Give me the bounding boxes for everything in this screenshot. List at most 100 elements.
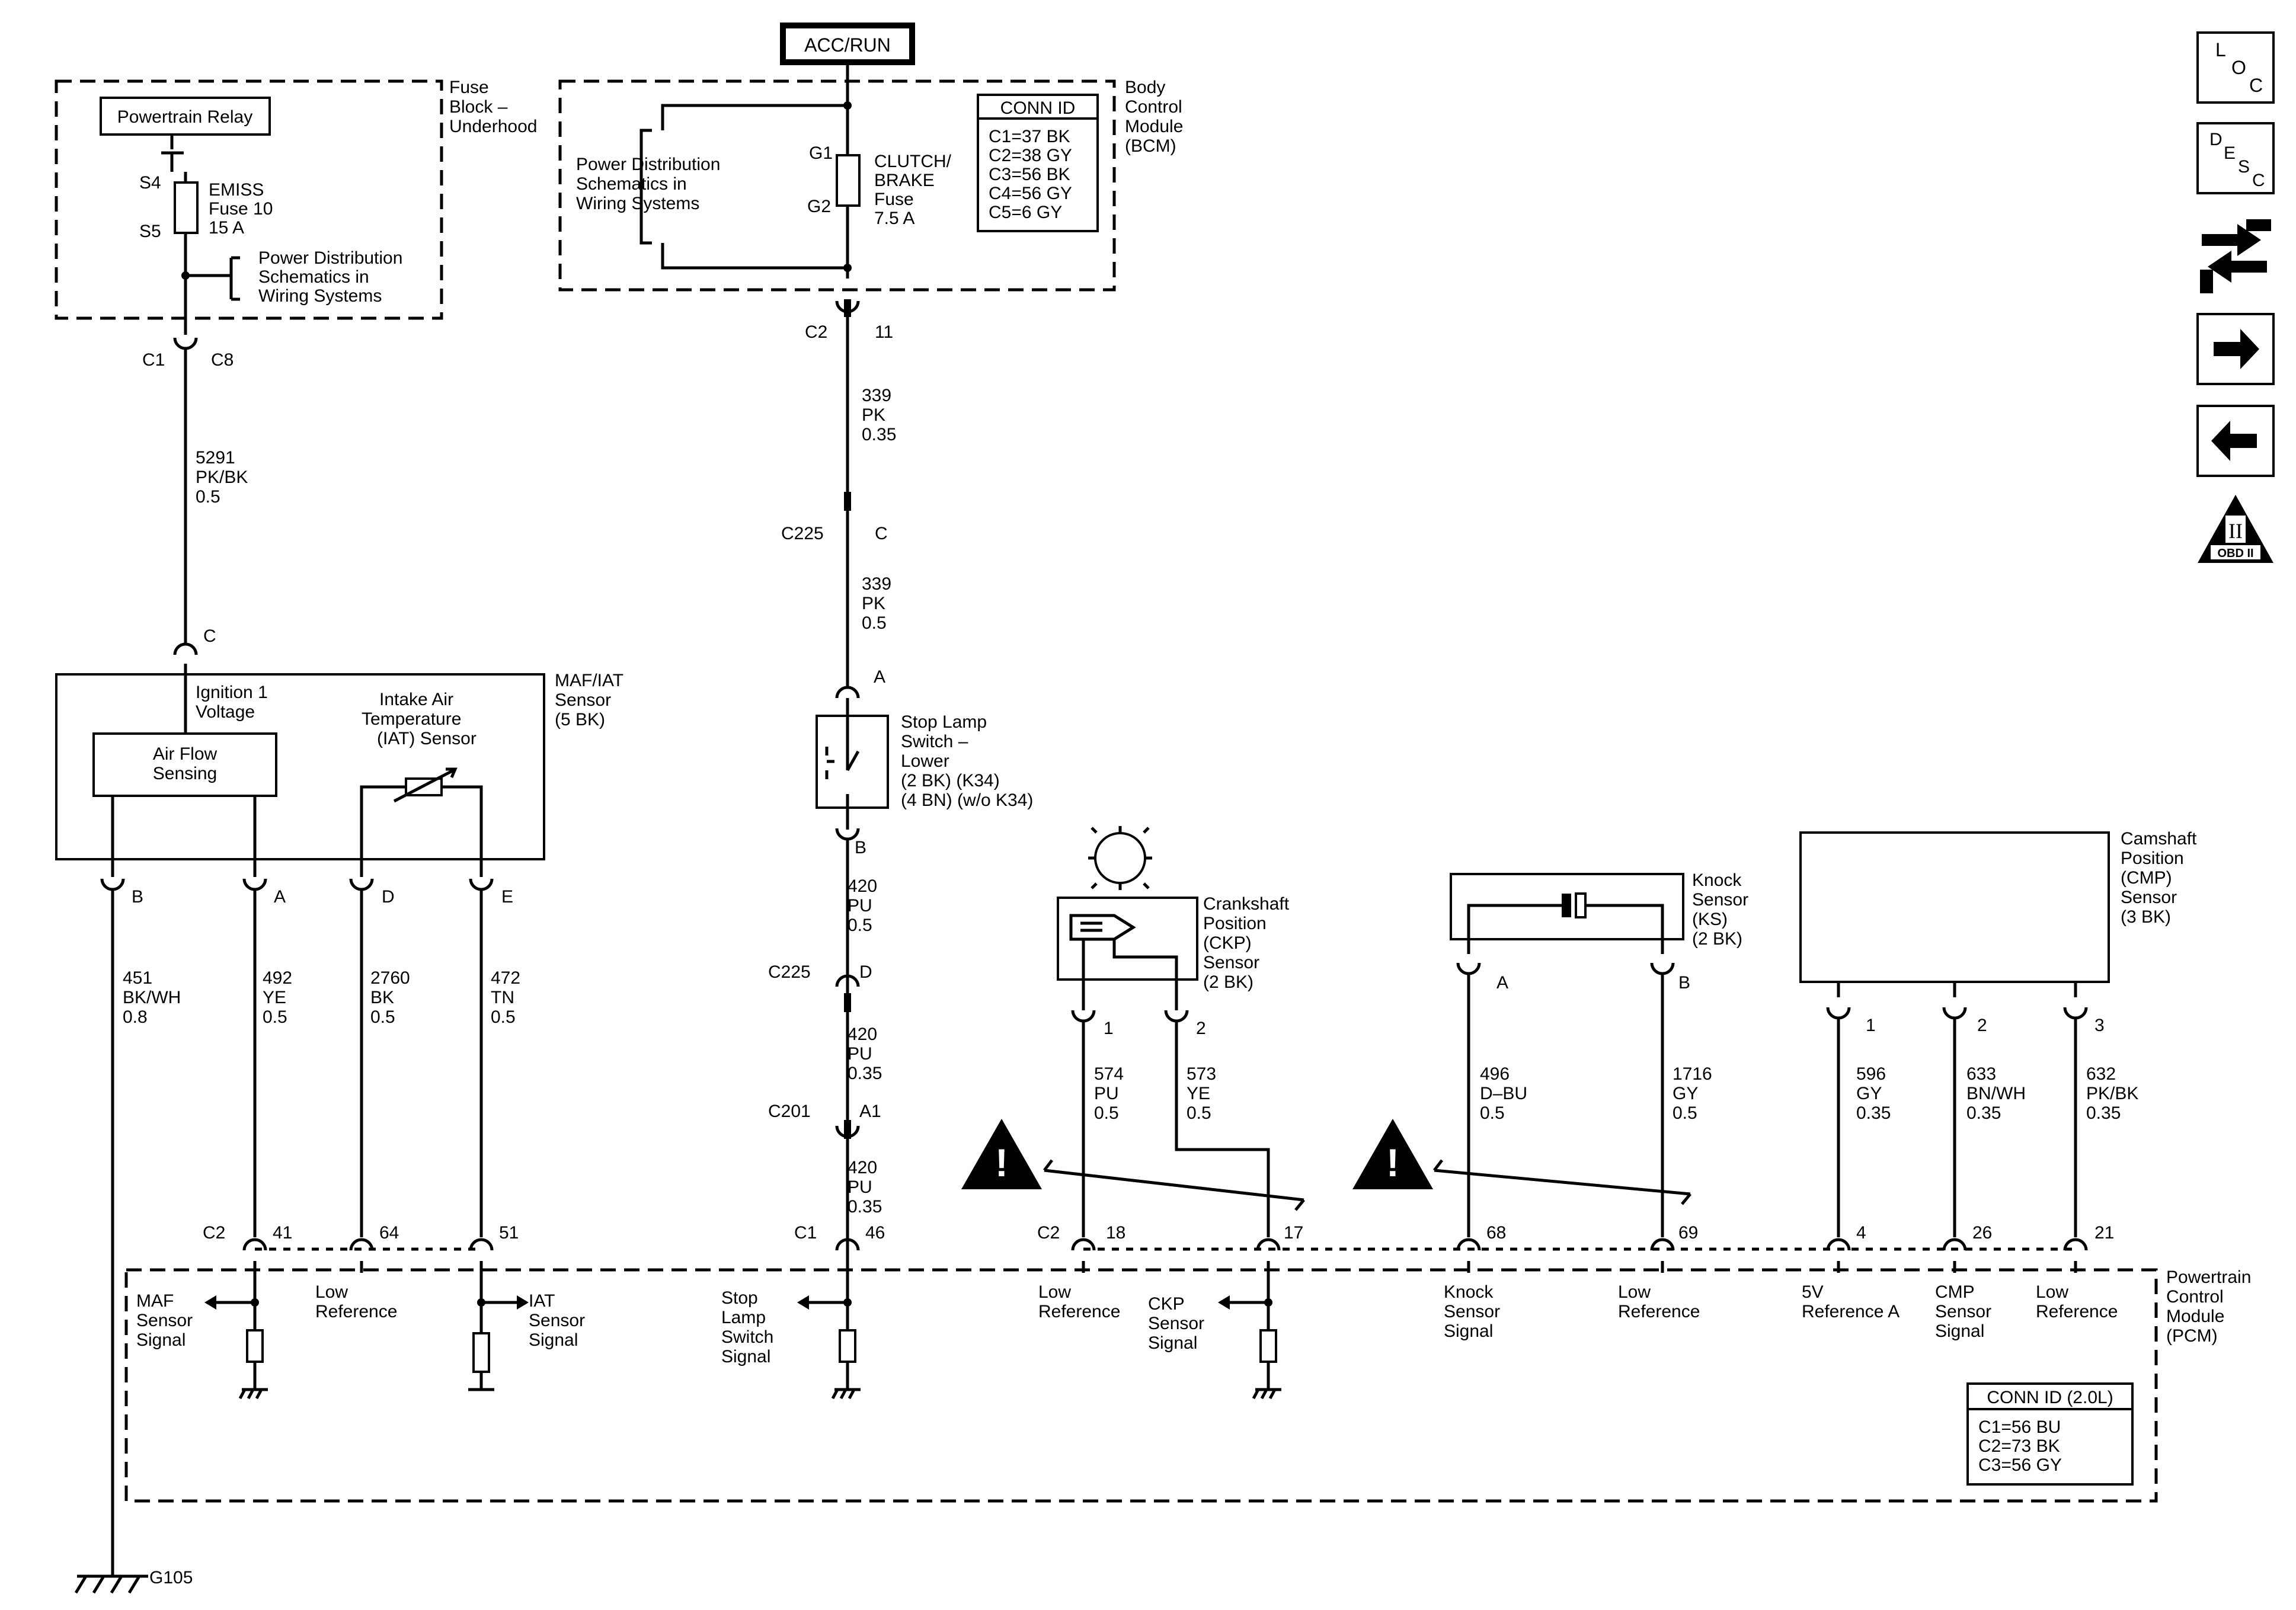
bcm-conn-c2: C2=38 GY (989, 146, 1072, 165)
nav-next-button[interactable] (2196, 313, 2275, 385)
stop-lamp-line-1: Stop Lamp (901, 712, 987, 732)
arrow-right-icon (2214, 329, 2259, 369)
maf-pin-d: D (382, 887, 395, 907)
cmp-sensor: Camshaft Position (CMP) Sensor (3 BK) 1 … (1799, 829, 2197, 1237)
pcm-name-3: Module (2166, 1307, 2224, 1326)
ckp-name-5: (2 BK) (1203, 972, 1253, 992)
pcm-maf-signal-1: MAF (136, 1291, 174, 1311)
nav-desc-button[interactable]: D E S C (2196, 122, 2275, 194)
c225-d-pin: D (859, 962, 872, 982)
c225-c-conn: C225 (781, 524, 824, 543)
iat-line-2: Temperature (362, 709, 461, 729)
pcm-knock-signal-2: Sensor (1444, 1302, 1500, 1321)
c225-c-connector (844, 492, 851, 511)
wire-339a-gauge: 0.35 (862, 425, 896, 444)
wire-573-gauge: 0.5 (1187, 1103, 1211, 1123)
maf-c-connector-symbol (173, 642, 198, 655)
fuse-block-underhood: Fuse Block – Underhood Powertrain Relay … (55, 78, 537, 370)
nav-loc-button[interactable]: L O C (2196, 31, 2275, 104)
bcm-power-dist-2: Schematics in (576, 174, 687, 194)
knock-name-2: Sensor (1692, 890, 1748, 910)
knock-sensor: Knock Sensor (KS) (2 BK) A B 496 D–BU 0.… (1352, 870, 1748, 1237)
fuse-block-power-dist-1: Power Distribution (258, 248, 402, 268)
wire-420c-number: 420 (848, 1158, 877, 1177)
wire-574-number: 574 (1094, 1064, 1124, 1084)
pcm-pin-46: 46 (865, 1223, 885, 1243)
iat-line-3: (IAT) Sensor (377, 729, 477, 748)
nav-connector-swap-button[interactable] (2200, 219, 2271, 293)
pcm-name-1: Powertrain (2166, 1267, 2251, 1287)
stop-lamp-line-3: Lower (901, 751, 949, 771)
emiss-fuse-line-3: 15 A (209, 218, 244, 238)
nav-obd-button[interactable]: II OBD II (2198, 495, 2273, 563)
c201-conn: C201 (768, 1102, 811, 1121)
wire-5291-gauge: 0.5 (196, 487, 220, 507)
wire-339a-color: PK (862, 405, 885, 425)
ckp-name-2: Position (1203, 914, 1267, 933)
wire-339b-color: PK (862, 594, 885, 613)
ground-g105: G105 (74, 1568, 193, 1594)
pcm-low-ref-3-a: Low (1618, 1282, 1651, 1302)
wire-573-color: YE (1187, 1084, 1210, 1103)
knock-pin-b: B (1678, 973, 1690, 993)
maf-ign-line-1: Ignition 1 (196, 683, 268, 702)
pcm-pin-69: 69 (1678, 1223, 1698, 1243)
svg-text:!: ! (1386, 1141, 1399, 1185)
wire-633-gauge: 0.35 (1966, 1103, 2001, 1123)
wire-472-gauge: 0.5 (491, 1007, 516, 1027)
pcm-iat-signal-3: Signal (529, 1330, 578, 1350)
maf-name-2: Sensor (555, 690, 611, 710)
bcm-conn-c5: C5=6 GY (989, 203, 1062, 222)
maf-pin-c: C (203, 626, 216, 646)
pcm-name-2: Control (2166, 1287, 2224, 1307)
bcm-power-dist-1: Power Distribution (576, 155, 720, 174)
bcm-pin-g1: G1 (809, 143, 833, 163)
pcm-pin-26: 26 (1972, 1223, 1992, 1243)
fuse-block-power-dist-2: Schematics in (258, 267, 369, 287)
desc-icon-e: E (2224, 143, 2236, 163)
cmp-name-3: (CMP) (2121, 868, 2172, 888)
pcm-iat-signal-1: IAT (529, 1291, 555, 1311)
maf-name-1: MAF/IAT (555, 671, 623, 690)
nav-prev-button[interactable] (2196, 405, 2275, 477)
wire-2760-gauge: 0.5 (370, 1007, 395, 1027)
bcm-name-3: Module (1125, 117, 1183, 136)
bcm-name-2: Control (1125, 97, 1182, 117)
c1-connector-symbol (173, 337, 198, 350)
maf-iat-sensor: MAF/IAT Sensor (5 BK) Ignition 1 Voltage… (55, 664, 623, 877)
wire-492-gauge: 0.5 (263, 1007, 287, 1027)
fuse-block-conn-c1: C1 (142, 350, 165, 370)
wire-632-gauge: 0.35 (2086, 1103, 2121, 1123)
wire-574-color: PU (1094, 1084, 1119, 1103)
emiss-fuse-line-1: EMISS (209, 180, 264, 200)
ckp-pin-1: 1 (1104, 1019, 1114, 1038)
obd-roman-label: II (2228, 519, 2243, 543)
body-control-module: Body Control Module (BCM) Power Distribu… (558, 65, 1183, 342)
ground-icon (74, 1574, 148, 1594)
ckp-pin-2: 2 (1196, 1019, 1206, 1038)
desc-icon-c: C (2252, 171, 2265, 190)
loc-icon: L (2215, 39, 2226, 60)
wire-633-number: 633 (1966, 1064, 1996, 1084)
pcm-conn-c2-left: C2 (203, 1223, 225, 1243)
wire-420a-color: PU (848, 896, 872, 916)
pcm-conn-c1: C1 (794, 1223, 817, 1243)
cmp-pin-3: 3 (2094, 1016, 2105, 1035)
ckp-sensor: Crankshaft Position (CKP) Sensor (2 BK) … (961, 826, 1305, 1237)
bcm-conn-id-header: CONN ID (1000, 98, 1076, 118)
wire-1716-gauge: 0.5 (1673, 1103, 1697, 1123)
wire-451-gauge: 0.8 (123, 1007, 148, 1027)
stop-lamp-pin-b: B (855, 838, 866, 857)
obd-label: OBD II (2217, 547, 2253, 560)
knock-name-3: (KS) (1692, 910, 1728, 929)
pcm-pin-4: 4 (1856, 1223, 1866, 1243)
wire-632-number: 632 (2086, 1064, 2116, 1084)
pcm-conn-c2: C2=73 BK (1978, 1436, 2060, 1456)
wire-420c-gauge: 0.35 (848, 1197, 882, 1217)
fuse-block-name-1: Fuse (449, 78, 489, 97)
powertrain-control-module: Powertrain Control Module (PCM) C2 C1 C2… (124, 1223, 2251, 1503)
pcm-5v-ref-2: Reference A (1802, 1302, 1900, 1321)
maf-pin-a: A (274, 887, 286, 907)
acc-run-label: ACC/RUN (804, 34, 891, 56)
